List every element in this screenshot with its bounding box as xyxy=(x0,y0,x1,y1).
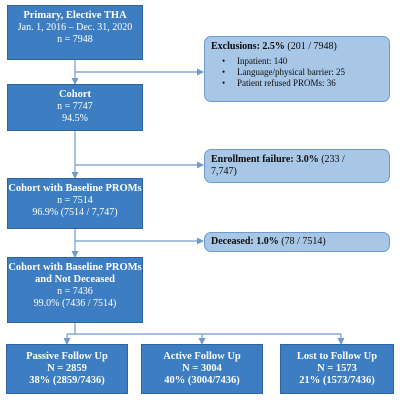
not-deceased-box: Cohort with Baseline PROMs and Not Decea… xyxy=(7,257,143,323)
cohort-n: n = 7747 xyxy=(57,101,93,112)
lost-pct: 21% (1573/7436) xyxy=(299,375,375,386)
not-deceased-n: n = 7436 xyxy=(57,286,93,297)
passive-title: Passive Follow Up xyxy=(26,351,108,362)
exclusions-item-language: Language/physical barrier: 25 xyxy=(222,67,383,78)
lost-n: N = 1573 xyxy=(317,363,357,374)
cohort-pct: 94.5% xyxy=(62,113,88,124)
baseline-title: Cohort with Baseline PROMs xyxy=(8,183,142,194)
active-n: N = 3004 xyxy=(182,363,222,374)
lost-to-follow-up-box: Lost to Follow Up N = 1573 21% (1573/743… xyxy=(280,344,394,394)
active-title: Active Follow Up xyxy=(163,351,241,362)
exclusions-list: Inpatient: 140 Language/physical barrier… xyxy=(211,56,383,89)
passive-follow-up-box: Passive Follow Up N = 2859 38% (2859/743… xyxy=(6,344,128,394)
lost-title: Lost to Follow Up xyxy=(296,351,378,362)
deceased-note: Deceased: 1.0% (78 / 7514) xyxy=(204,232,390,252)
exclusions-heading: Exclusions: 2.5% (201 / 7948) xyxy=(211,41,383,53)
active-pct: 40% (3004/7436) xyxy=(164,375,240,386)
exclusions-item-refused: Patient refused PROMs: 36 xyxy=(222,78,383,89)
enrollment-label: Enrollment failure: xyxy=(211,154,294,165)
exclusions-label: Exclusions: xyxy=(211,41,260,52)
baseline-pct: 96.9% (7514 / 7,747) xyxy=(32,207,118,218)
baseline-n: n = 7514 xyxy=(57,195,93,206)
cohort-title: Cohort xyxy=(58,89,92,100)
baseline-proms-box: Cohort with Baseline PROMs n = 7514 96.9… xyxy=(7,178,143,229)
deceased-detail: (78 / 7514) xyxy=(281,236,326,247)
enrollment-detail: (233 / xyxy=(321,154,345,165)
exclusions-detail: (201 / 7948) xyxy=(287,41,337,52)
deceased-label: Deceased: xyxy=(211,236,254,247)
not-deceased-pct: 99.0% (7436 / 7514) xyxy=(33,298,117,309)
enrollment-detail-2: 7,747) xyxy=(211,166,237,177)
not-deceased-title-1: Cohort with Baseline PROMs xyxy=(8,262,142,273)
passive-n: N = 2859 xyxy=(47,363,87,374)
not-deceased-title-2: and Not Deceased xyxy=(35,274,115,285)
primary-n: n = 7948 xyxy=(57,34,93,45)
exclusions-note: Exclusions: 2.5% (201 / 7948) Inpatient:… xyxy=(204,36,390,102)
primary-elective-tha-box: Primary, Elective THA Jan. 1, 2016 – Dec… xyxy=(7,5,143,60)
passive-pct: 38% (2859/7436) xyxy=(29,375,105,386)
cohort-box: Cohort n = 7747 94.5% xyxy=(7,84,143,131)
exclusions-pct: 2.5% xyxy=(262,41,285,52)
enrollment-pct: 3.0% xyxy=(296,154,319,165)
enrollment-failure-note: Enrollment failure: 3.0% (233 / 7,747) xyxy=(204,149,390,183)
primary-dates: Jan. 1, 2016 – Dec. 31, 2020 xyxy=(17,22,133,33)
active-follow-up-box: Active Follow Up N = 3004 40% (3004/7436… xyxy=(141,344,263,394)
deceased-pct: 1.0% xyxy=(256,236,279,247)
exclusions-item-inpatient: Inpatient: 140 xyxy=(222,56,383,67)
enrollment-line-1: Enrollment failure: 3.0% (233 / xyxy=(211,154,383,166)
primary-title: Primary, Elective THA xyxy=(23,10,127,21)
